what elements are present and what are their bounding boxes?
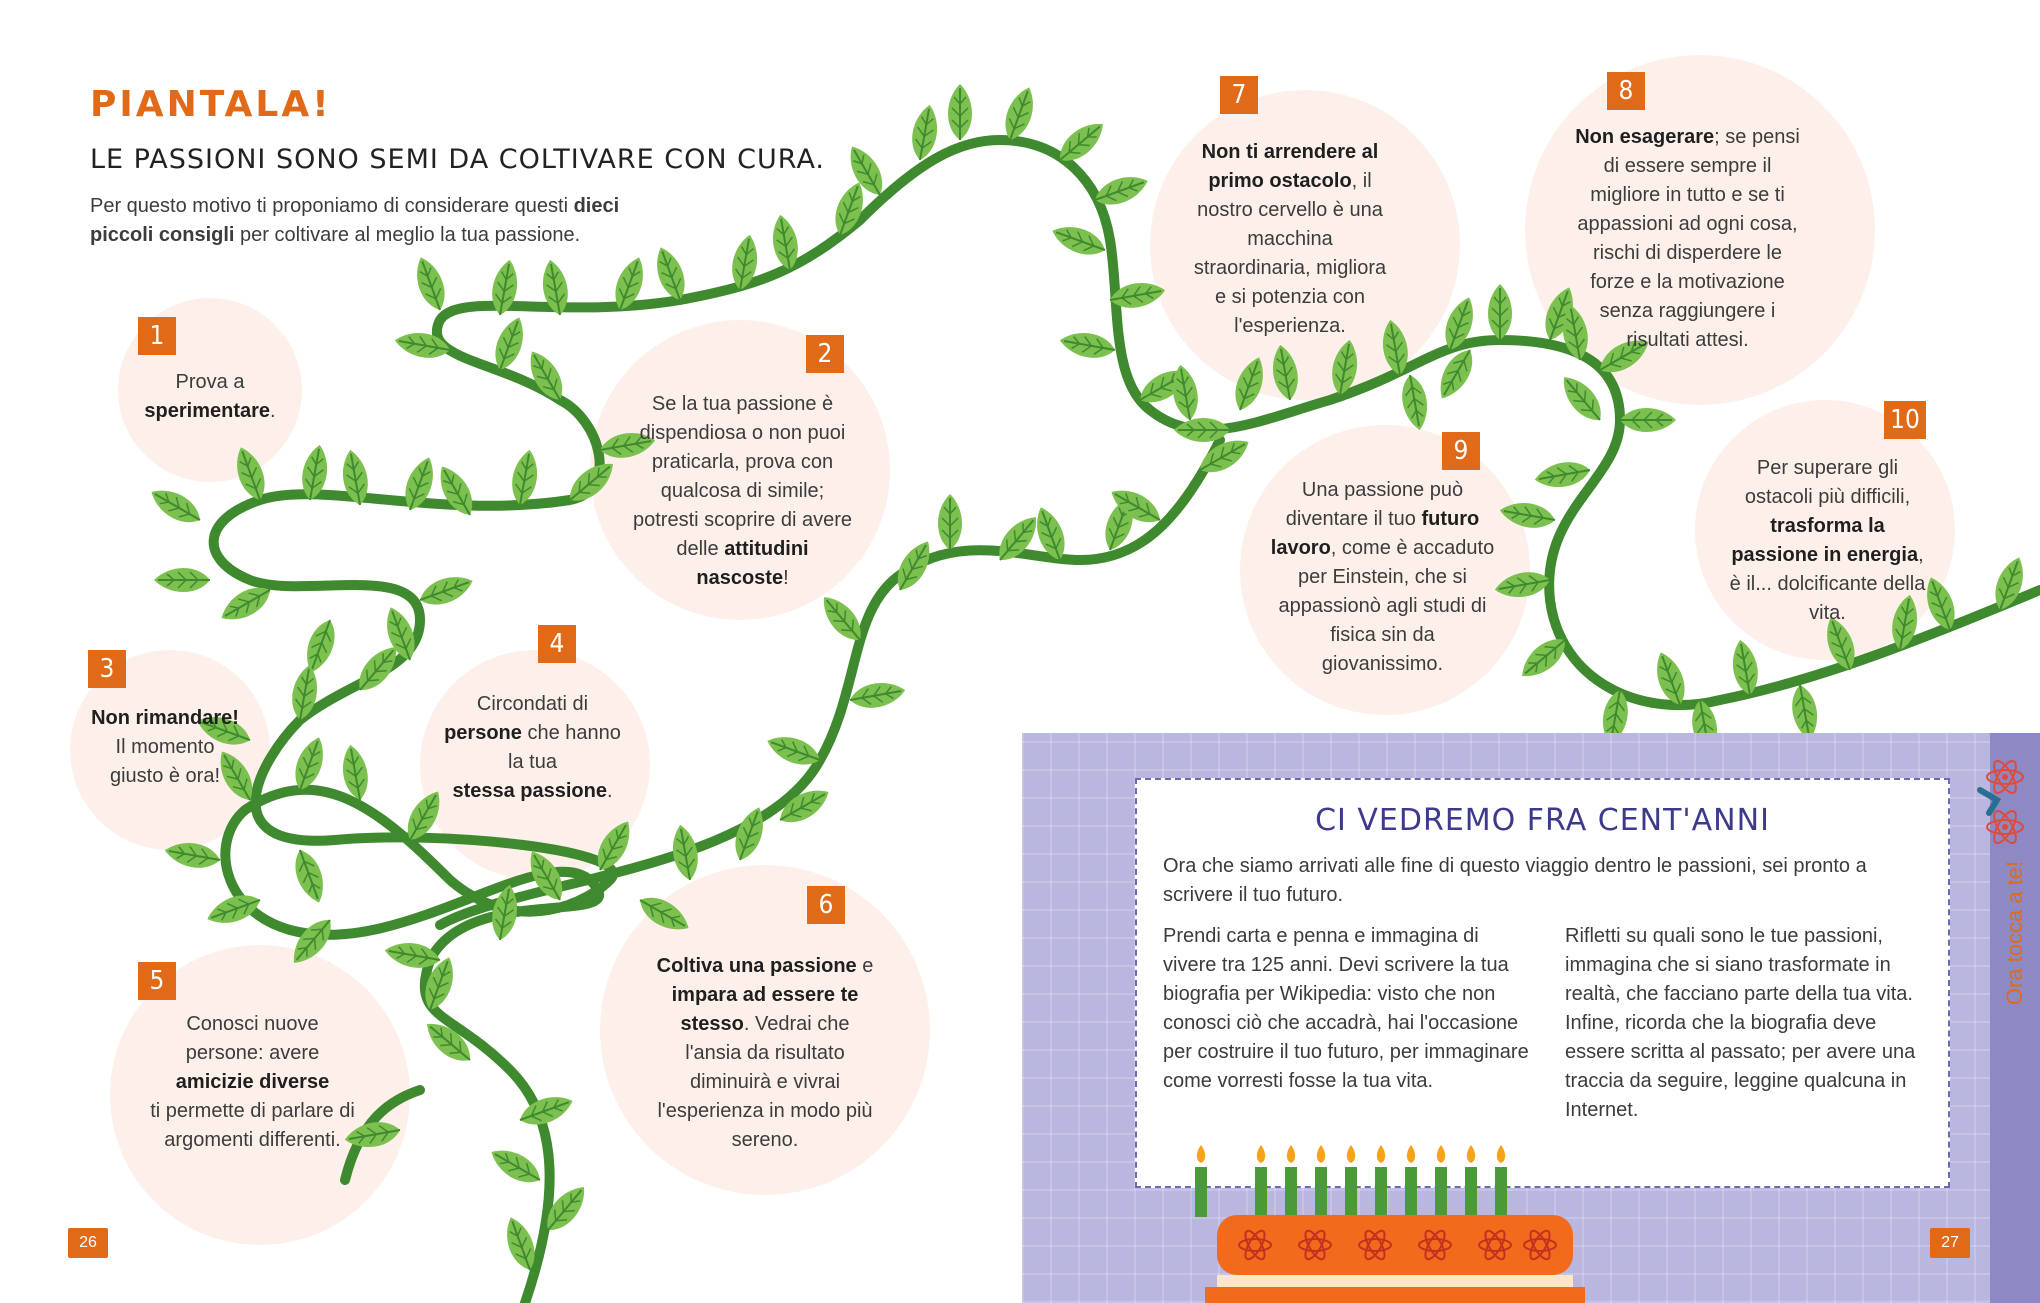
tip-number-4: 4 [538, 625, 576, 663]
tip-circles [70, 55, 1955, 1245]
tip-number-9: 9 [1442, 432, 1480, 470]
intro-paragraph: Per questo motivo ti proponiamo di consi… [90, 195, 620, 246]
activity-column-1: Prendi carta e penna e immagina di viver… [1163, 925, 1529, 1092]
page-title: PIANTALA! [90, 84, 332, 125]
tip-6: Coltiva una passione e impara ad essere … [656, 955, 874, 1151]
tip-number-10: 10 [1884, 401, 1926, 439]
atom-icon [1977, 760, 2024, 844]
tip-7: Non ti arrendere al primo ostacolo, il n… [1193, 141, 1387, 337]
activity-title: CI VEDREMO FRA CENT'ANNI [1315, 803, 1770, 838]
side-label: Ora tocca a te! [2002, 860, 2027, 1006]
tip-number-8: 8 [1607, 72, 1645, 110]
tip-number-3: 3 [88, 650, 126, 688]
tip-3: Non rimandare!Il momento giusto è ora! [91, 707, 239, 787]
tip-number-6: 6 [807, 886, 845, 924]
tip-8: Non esagerare; se pensi di essere sempre… [1575, 126, 1800, 351]
birthday-cake-illustration [1195, 1145, 1585, 1303]
tip-10: Per superare gli ostacoli più difficili,… [1729, 457, 1926, 624]
tip-number-2: 2 [806, 335, 844, 373]
activity-card [1135, 778, 1950, 1188]
candles [1195, 1145, 1507, 1217]
tip-number-5: 5 [138, 962, 176, 1000]
tip-number-7: 7 [1220, 76, 1258, 114]
tip-number-1: 1 [138, 317, 176, 355]
page-number-left: 26 [68, 1228, 108, 1258]
activity-intro: Ora che siamo arrivati alle fine di ques… [1163, 855, 1867, 906]
page-subtitle: LE PASSIONI SONO SEMI DA COLTIVARE CON C… [90, 144, 826, 175]
tip-9: Una passione può diventare il tuo futuro… [1270, 479, 1495, 675]
activity-column-2: Rifletti su quali sono le tue passioni, … [1565, 925, 1916, 1121]
page-number-right: 27 [1930, 1228, 1970, 1258]
tip-2: Se la tua passione è dispendiosa o non p… [633, 393, 852, 589]
